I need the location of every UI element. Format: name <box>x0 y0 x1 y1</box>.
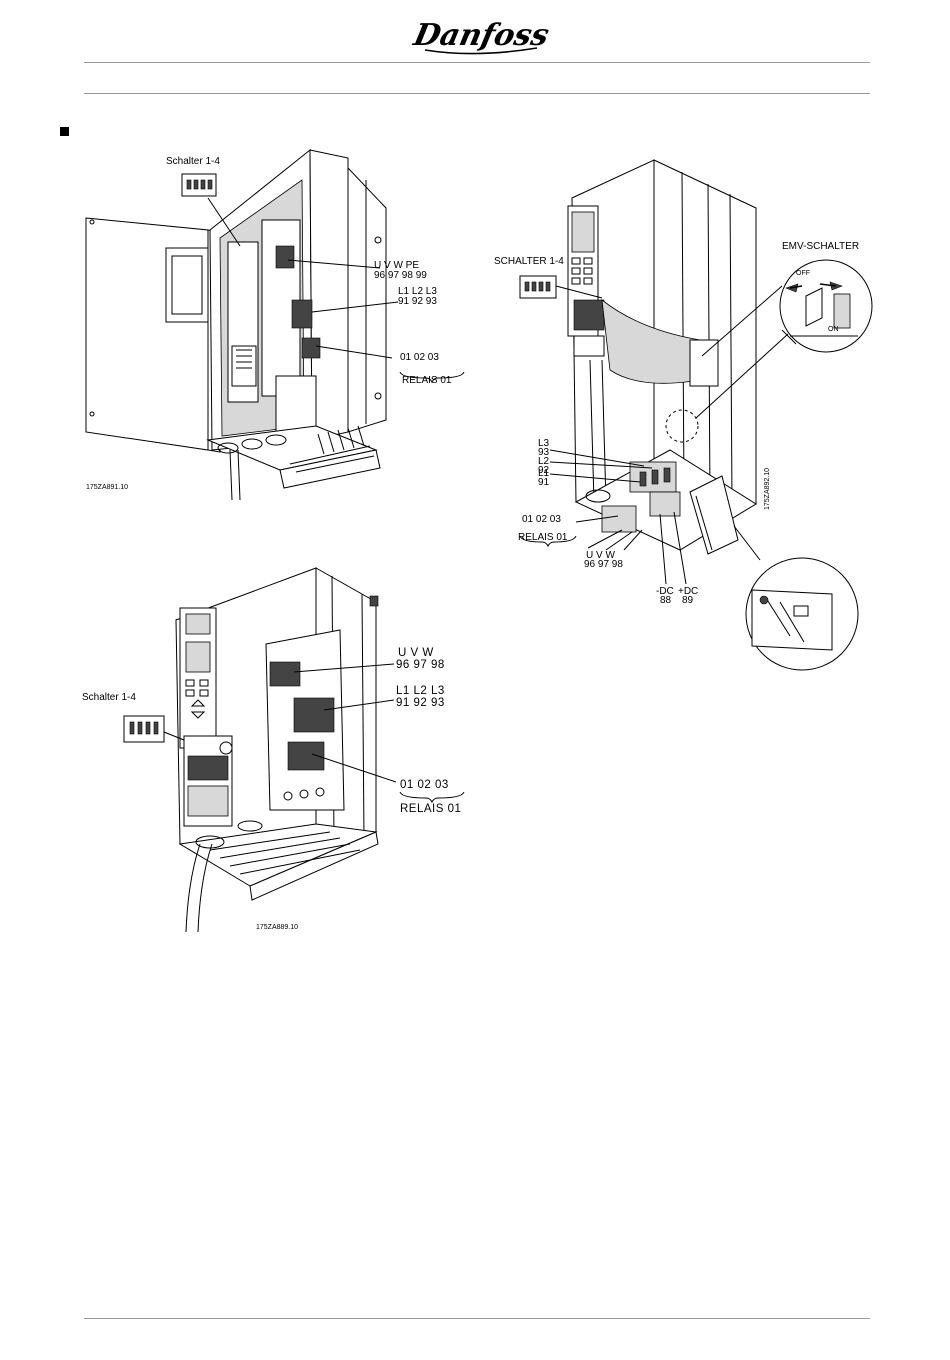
figure-1: Schalter 1-4 U V W PE 96 97 98 99 L1 L2 … <box>80 150 480 510</box>
mains-terminal-letters: L1 L2 L3 <box>396 685 445 697</box>
header-rule-bottom <box>84 93 870 94</box>
drawing-code: 175ZA891.10 <box>86 484 128 492</box>
l1-number: 91 <box>538 477 549 488</box>
relay-terminal-numbers: 01 02 03 <box>522 514 561 525</box>
relay-label: RELAIS 01 <box>402 375 451 386</box>
motor-terminal-numbers: 96 97 98 <box>584 559 623 570</box>
figure-2: SCHALTER 1-4 EMV-SCHALTER OFF ON L3 93 L… <box>490 150 890 670</box>
mains-terminal-numbers: 91 92 93 <box>396 697 445 709</box>
figure-1-drawing <box>80 150 480 510</box>
dc-minus-number: 88 <box>660 595 671 606</box>
header-rule-top <box>84 62 870 63</box>
relay-terminal-numbers: 01 02 03 <box>400 352 439 363</box>
motor-terminal-numbers: 96 97 98 99 <box>374 270 427 281</box>
relay-terminal-numbers: 01 02 03 <box>400 779 449 791</box>
emc-on-label: ON <box>828 326 839 334</box>
mains-terminal-numbers: 91 92 93 <box>398 296 437 307</box>
relay-label: RELAIS 01 <box>400 803 461 815</box>
switch-label: Schalter 1-4 <box>166 156 220 167</box>
danfoss-logo-mark: Danfoss <box>415 14 545 56</box>
emc-off-label: OFF <box>796 270 810 278</box>
section-bullet <box>60 127 69 136</box>
drawing-code: 175ZA892.10 <box>764 468 772 510</box>
drawing-code: 175ZA889.10 <box>256 924 298 932</box>
figure-3: Schalter 1-4 U V W 96 97 98 L1 L2 L3 91 … <box>80 560 480 940</box>
switch-label: SCHALTER 1-4 <box>494 256 564 267</box>
figure-3-drawing <box>80 560 480 940</box>
logo-text: Danfoss <box>410 18 552 53</box>
motor-terminal-letters: U V W <box>398 647 434 659</box>
danfoss-logo: Danfoss <box>415 14 545 56</box>
switch-label: Schalter 1-4 <box>82 692 136 703</box>
relay-label: RELAIS 01 <box>518 532 567 543</box>
emc-switch-label: EMV-SCHALTER <box>782 241 859 252</box>
motor-terminal-numbers: 96 97 98 <box>396 659 445 671</box>
dc-plus-number: 89 <box>682 595 693 606</box>
footer-rule <box>84 1318 870 1319</box>
